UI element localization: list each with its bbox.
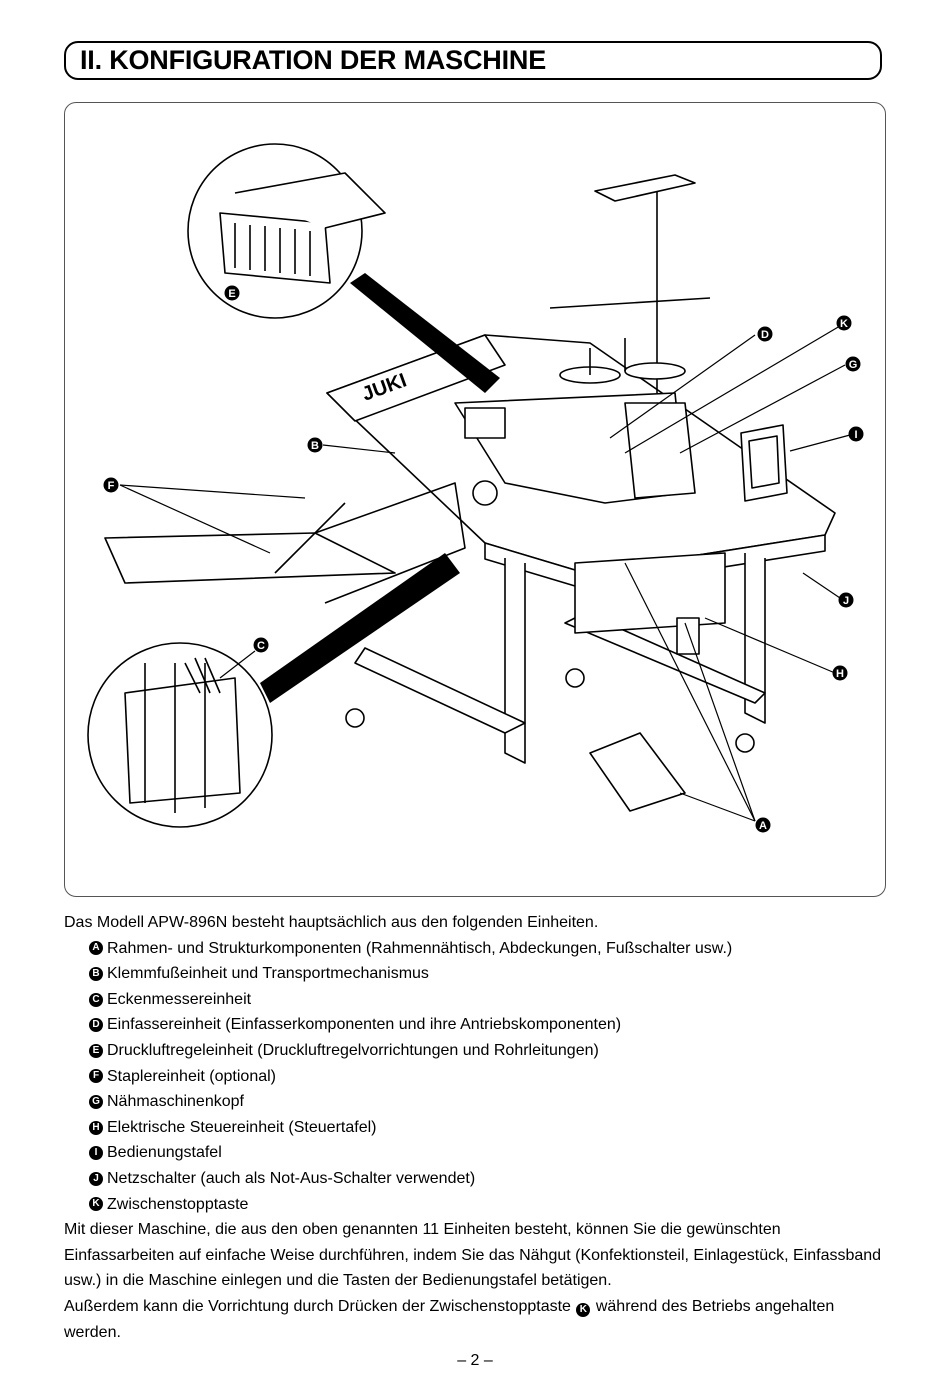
callout-j: J xyxy=(843,595,849,607)
unit-text: Klemmfußeinheit und Transportmechanismus xyxy=(107,965,429,983)
callout-i: I xyxy=(854,429,857,441)
detail-circle-c xyxy=(87,642,273,828)
unit-text: Einfassereinheit (Einfasserkomponenten u… xyxy=(107,1016,622,1034)
list-item: B Klemmfußeinheit und Transportmechanismu… xyxy=(89,961,894,987)
callout-b: B xyxy=(311,440,319,452)
list-item: I Bedienungstafel xyxy=(89,1140,894,1166)
letter-badge: K xyxy=(576,1302,591,1317)
page-title-box: II. KONFIGURATION DER MASCHINE xyxy=(64,41,882,80)
machine-illustration: JUKI xyxy=(87,143,864,833)
letter-badge: I xyxy=(89,1146,103,1161)
paragraph-main: Mit dieser Maschine, die aus den oben ge… xyxy=(64,1221,882,1290)
list-item: C Eckenmessereinheit xyxy=(89,987,894,1013)
paragraph-stop-text-1: Außerdem kann die Vorrichtung durch Drüc… xyxy=(64,1297,571,1315)
letter-badge: D xyxy=(89,1018,103,1033)
letter-badge: B xyxy=(89,966,103,981)
letter-badge: K xyxy=(89,1197,103,1212)
letter-badge: H xyxy=(89,1120,103,1135)
list-item: D Einfassereinheit (Einfasserkomponenten … xyxy=(89,1012,894,1038)
letter-badge: A xyxy=(89,941,103,956)
list-item: F Staplereinheit (optional) xyxy=(89,1064,894,1090)
page-title: II. KONFIGURATION DER MASCHINE xyxy=(80,45,546,75)
paragraph-stop: Außerdem kann die Vorrichtung durch Drüc… xyxy=(64,1294,894,1345)
unit-text: Nähmaschinenkopf xyxy=(107,1093,244,1111)
letter-badge: J xyxy=(89,1171,103,1186)
unit-text: Eckenmessereinheit xyxy=(107,990,252,1008)
letter-badge: G xyxy=(89,1094,103,1109)
paragraph-stop-text-2: während des Betriebs angehalten werden. xyxy=(64,1297,835,1341)
callout-a: A xyxy=(759,820,767,832)
callout-h: H xyxy=(836,668,844,680)
unit-text: Bedienungstafel xyxy=(107,1144,222,1162)
unit-list: A Rahmen- und Strukturkomponenten (Rahmen… xyxy=(64,936,894,1218)
list-item: H Elektrische Steuereinheit (Steuertafel) xyxy=(89,1115,894,1141)
letter-badge: E xyxy=(89,1043,103,1058)
machine-figure: JUKI xyxy=(64,102,886,897)
unit-text: Rahmen- und Strukturkomponenten (Rahmenn… xyxy=(107,939,733,957)
callout-f: F xyxy=(108,480,115,492)
callout-g: G xyxy=(849,359,858,371)
list-item: J Netzschalter (auch als Not-Aus-Schalter… xyxy=(89,1166,894,1192)
leader-lines xyxy=(119,322,851,822)
letter-badge: C xyxy=(89,992,103,1007)
unit-text: Netzschalter (auch als Not-Aus-Schalter … xyxy=(107,1169,476,1187)
callout-k: K xyxy=(840,318,848,330)
list-item: K Zwischenstopptaste xyxy=(89,1192,894,1218)
callout-labels: A B C D E F G H I J K xyxy=(103,285,864,833)
stacker-frame xyxy=(104,532,396,584)
page-number: – 2 – xyxy=(457,1352,493,1369)
letter-badge: F xyxy=(89,1069,103,1084)
intro-sentence: Das Modell APW-896N besteht hauptsächlic… xyxy=(64,914,599,931)
foot-pedal xyxy=(589,732,686,812)
unit-text: Druckluftregeleinheit (Druckluftregelvor… xyxy=(107,1041,599,1059)
callout-c: C xyxy=(257,640,265,652)
unit-text: Elektrische Steuereinheit (Steuertafel) xyxy=(107,1118,377,1136)
list-item: A Rahmen- und Strukturkomponenten (Rahmen… xyxy=(89,936,894,962)
callout-d: D xyxy=(761,329,769,341)
control-box xyxy=(574,552,726,634)
list-item: E Druckluftregeleinheit (Druckluftregelvo… xyxy=(89,1038,894,1064)
description-text: Das Modell APW-896N besteht hauptsächlic… xyxy=(64,910,894,1345)
callout-e: E xyxy=(228,288,235,300)
list-item: G Nähmaschinenkopf xyxy=(89,1089,894,1115)
unit-text: Zwischenstopptaste xyxy=(107,1195,249,1213)
operation-panel xyxy=(740,424,788,502)
unit-text: Staplereinheit (optional) xyxy=(107,1067,276,1085)
